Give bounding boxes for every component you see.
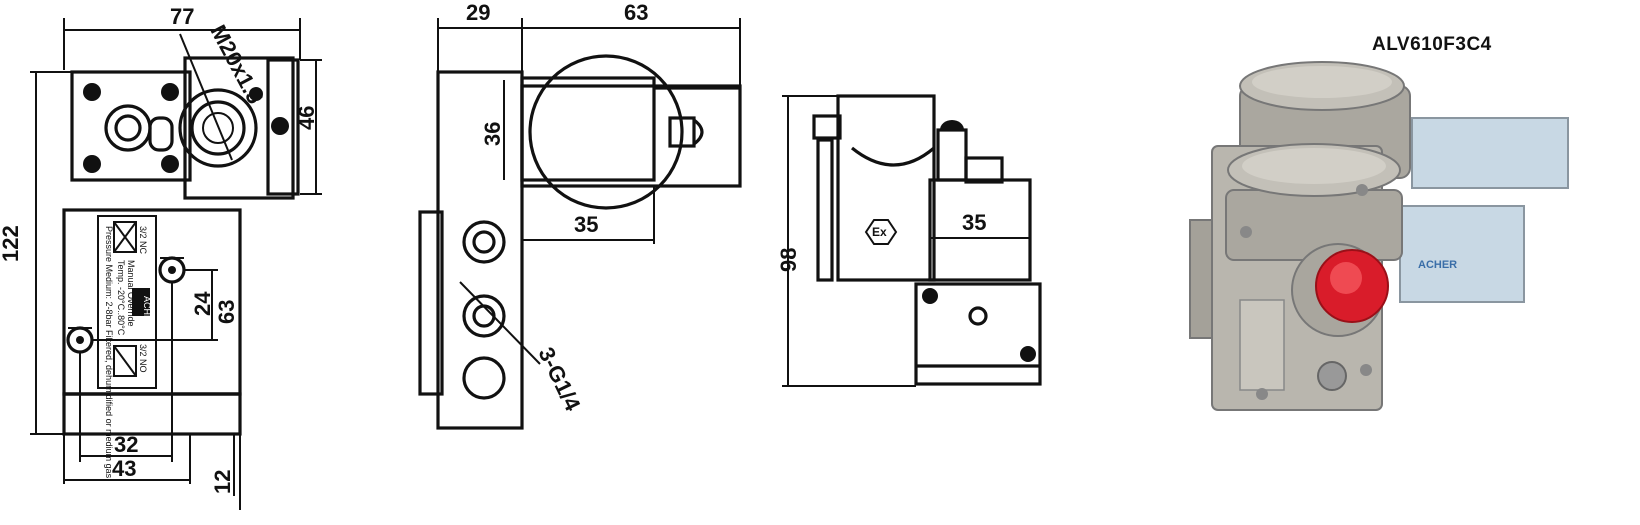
label-line-4: 3/2 NO	[138, 344, 148, 373]
dim-side-width: 29	[466, 0, 490, 25]
rear-unit-label	[1411, 117, 1569, 189]
product-photo: ALV610F3C4 ACHER	[1189, 34, 1569, 411]
dim-base-height: 12	[210, 470, 235, 494]
dim-total-height: 122	[0, 225, 23, 262]
side-view: 29 63 36 35 3-G1/4	[418, 0, 742, 430]
dim-coil-height: 46	[294, 106, 319, 130]
rear-view: 98 Ex 35	[776, 94, 1042, 387]
front-unit-label	[1399, 205, 1525, 303]
label-line-3: Pressure Medium: 2-8bar Filtered, dehumi…	[104, 226, 114, 479]
dim-rear-width: 35	[962, 210, 986, 235]
label-line-0: 3/2 NC	[138, 226, 148, 255]
dim-port-spacing: 24	[190, 291, 215, 316]
ex-mark: Ex	[872, 225, 887, 239]
dim-ports: 3-G1/4	[534, 343, 586, 415]
dim-overall-width: 43	[112, 456, 136, 481]
model-title: ALV610F3C4	[1372, 34, 1492, 55]
dim-coil-length: 63	[624, 0, 648, 25]
dim-body-height: 63	[214, 300, 239, 324]
dim-width-top: 77	[170, 4, 194, 29]
photo-brand-label: ACHER	[1418, 259, 1457, 271]
dim-base-width: 32	[114, 432, 138, 457]
dim-side-offset: 35	[574, 212, 598, 237]
label-line-2: Temp. -20°C..80°C	[116, 260, 126, 336]
front-view: 77 M20x1.5 46 122	[0, 4, 322, 510]
label-line-1: Manual Override	[126, 260, 136, 327]
dim-rear-height: 98	[776, 248, 801, 272]
brand-mark-front: ACHER	[142, 296, 152, 328]
dim-side-coil-height: 36	[480, 122, 505, 146]
